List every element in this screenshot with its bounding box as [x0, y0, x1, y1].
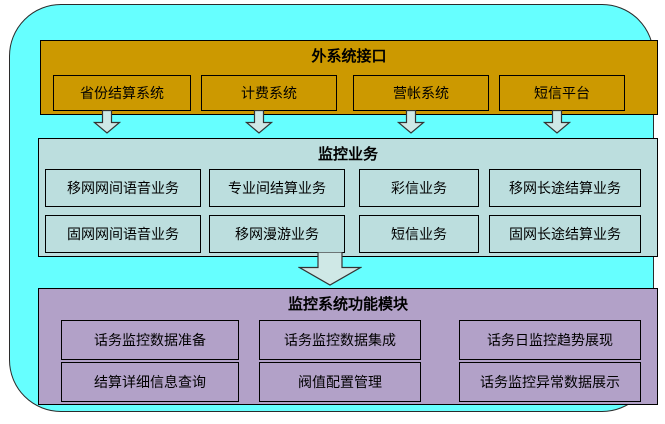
external-system-box: 省份结算系统	[53, 75, 191, 111]
big-down-arrow-icon	[298, 252, 362, 286]
external-system-box: 计费系统	[201, 75, 337, 111]
section-title-external-systems: 外系统接口	[311, 47, 387, 65]
down-arrow-icon	[543, 110, 571, 134]
monitoring-business-box: 固网网间语音业务	[45, 215, 201, 253]
section-monitoring-business: 监控业务 移网网间语音业务 专业间结算业务 彩信业务 移网长途结算业务 固网网间…	[38, 138, 658, 257]
external-system-box: 短信平台	[499, 75, 625, 111]
monitoring-business-box: 固网长途结算业务	[489, 215, 641, 253]
function-module-box: 结算详细信息查询	[61, 362, 239, 402]
down-arrow-icon	[397, 110, 425, 134]
function-module-box: 话务日监控趋势展现	[459, 320, 641, 360]
monitoring-business-box: 移网漫游业务	[209, 215, 345, 253]
section-external-systems: 外系统接口 省份结算系统 计费系统 营帐系统 短信平台	[40, 40, 658, 115]
down-arrow-icon	[245, 110, 273, 134]
down-arrow-icon	[93, 110, 121, 134]
monitoring-business-box: 移网网间语音业务	[45, 169, 201, 207]
diagram-background-shape: 外系统接口 省份结算系统 计费系统 营帐系统 短信平台 监控业务 移网网间语音业…	[9, 4, 658, 412]
monitoring-business-box: 短信业务	[359, 215, 479, 253]
section-title-monitoring-business: 监控业务	[317, 145, 378, 163]
external-system-box: 营帐系统	[353, 75, 489, 111]
monitoring-business-box: 专业间结算业务	[209, 169, 345, 207]
monitoring-business-box: 移网长途结算业务	[489, 169, 641, 207]
function-module-box: 话务监控异常数据展示	[459, 362, 641, 402]
function-module-box: 话务监控数据准备	[61, 320, 239, 360]
section-function-modules: 监控系统功能模块 话务监控数据准备 话务监控数据集成 话务日监控趋势展现 结算详…	[38, 288, 658, 405]
function-module-box: 阀值配置管理	[259, 362, 421, 402]
section-title-function-modules: 监控系统功能模块	[287, 295, 408, 313]
function-module-box: 话务监控数据集成	[259, 320, 421, 360]
monitoring-business-box: 彩信业务	[359, 169, 479, 207]
